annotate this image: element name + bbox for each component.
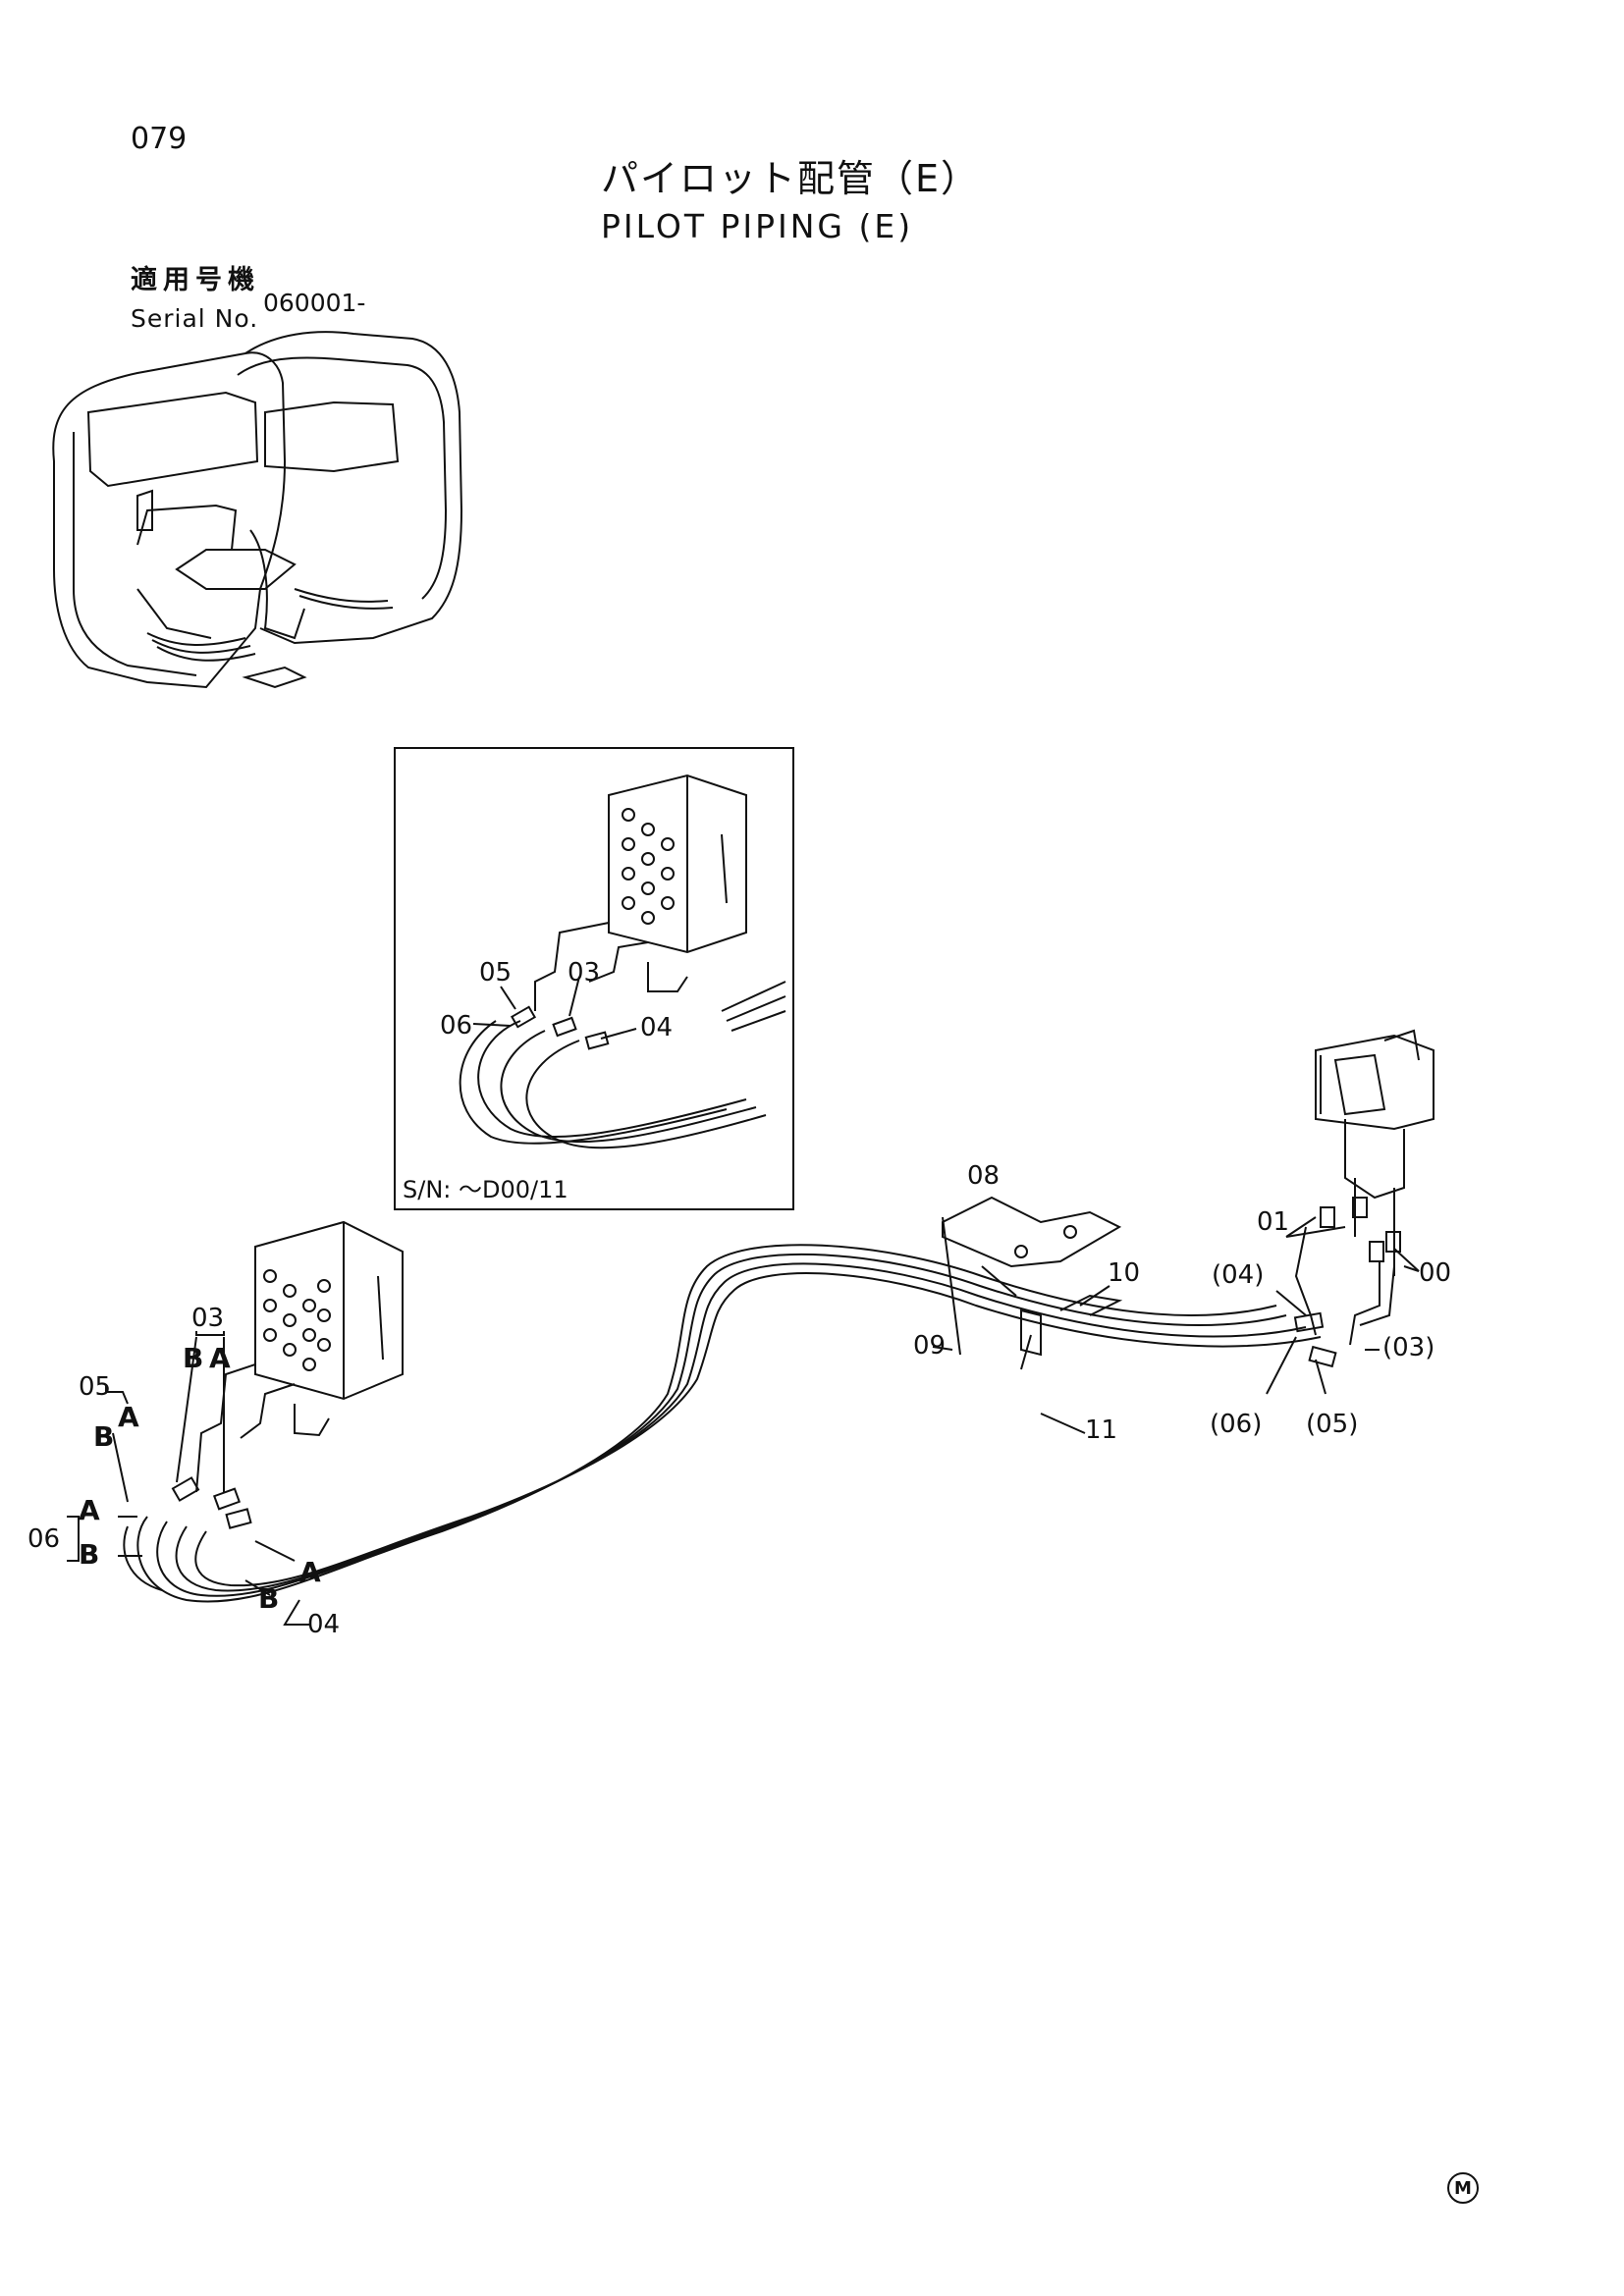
inset-valve-illustration [459, 774, 786, 1149]
callout-11: 11 [1085, 1415, 1118, 1445]
callout-09: 09 [913, 1331, 947, 1361]
page-title-japanese: パイロット配管（E） [601, 157, 981, 200]
serial-label: Serial No. [131, 304, 259, 333]
bracket-illustration [942, 1196, 1123, 1357]
callout-A: A [299, 1556, 321, 1588]
inset-serial-range: S/N: ～D00/11 [403, 1176, 568, 1203]
inset-callout-04: 04 [640, 1013, 674, 1042]
callout-04-ref: (04) [1212, 1260, 1265, 1290]
callout-B: B [93, 1420, 115, 1453]
inset-box [394, 747, 794, 1210]
callout-B: B [183, 1342, 204, 1374]
pilot-hose-run [136, 1244, 1322, 1603]
serial-label-japanese: 適用号機 [131, 265, 260, 295]
callout-03-ref: (03) [1382, 1333, 1435, 1362]
callout-05-ref: (05) [1306, 1410, 1359, 1439]
callout-04: 04 [307, 1610, 341, 1639]
callout-B: B [258, 1582, 280, 1615]
maker-mark-icon: M [1447, 2172, 1479, 2204]
callout-06-ref: (06) [1210, 1410, 1263, 1439]
serial-value: 060001- [263, 289, 366, 317]
control-valve-illustration [195, 1220, 404, 1493]
callout-03: 03 [191, 1304, 225, 1333]
callout-05: 05 [79, 1372, 112, 1402]
page-title: PILOT PIPING (E) [601, 207, 914, 245]
machine-overview-illustration [52, 331, 463, 689]
page-number: 079 [131, 122, 188, 156]
callout-B: B [79, 1538, 100, 1571]
callout-08: 08 [967, 1161, 1001, 1191]
inset-callout-03: 03 [568, 958, 601, 988]
callout-00: 00 [1419, 1258, 1452, 1288]
pilot-valve-illustration [1315, 1029, 1435, 1276]
callout-A: A [79, 1494, 100, 1526]
callout-01: 01 [1257, 1207, 1290, 1237]
callout-A: A [118, 1401, 139, 1433]
inset-callout-05: 05 [479, 958, 513, 988]
callout-10: 10 [1108, 1258, 1141, 1288]
callout-A: A [209, 1342, 231, 1374]
inset-callout-06: 06 [440, 1011, 473, 1041]
callout-06: 06 [27, 1524, 61, 1554]
